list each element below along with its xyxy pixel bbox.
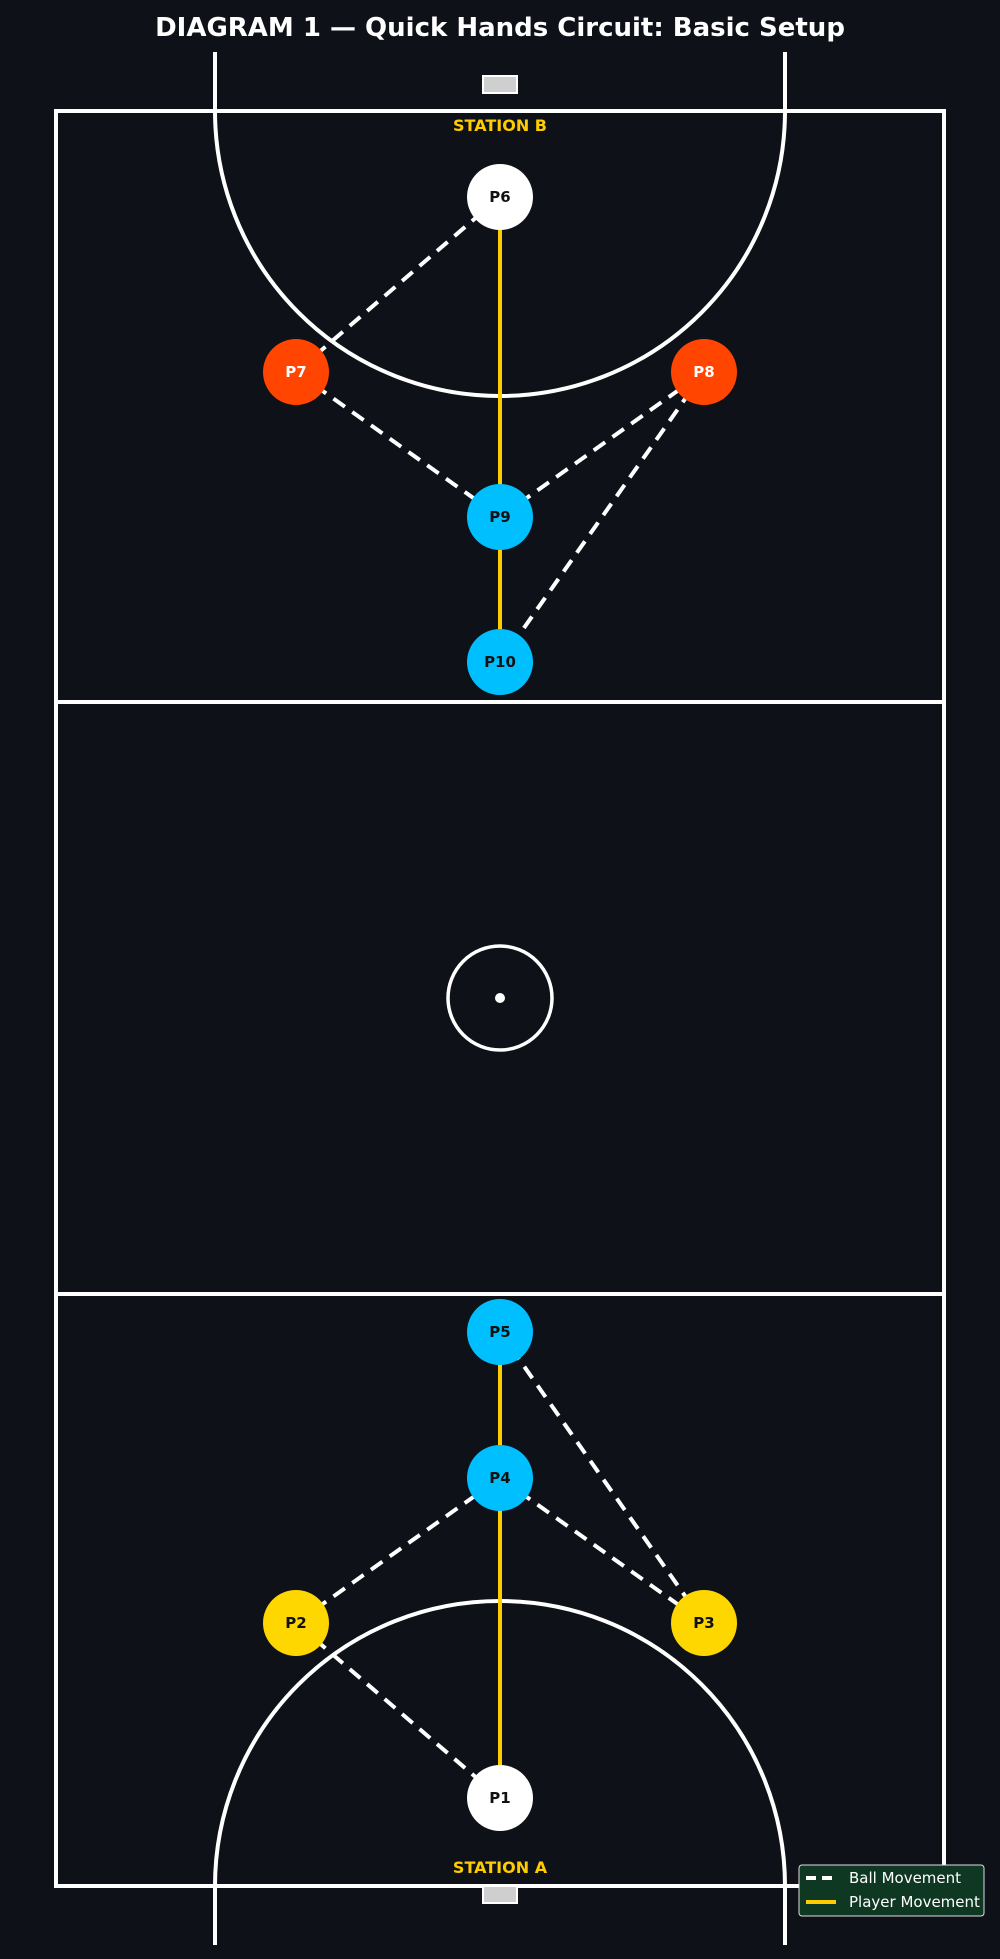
ball-pass-p7-p9: [294, 370, 502, 519]
player-p5: P5: [467, 1299, 533, 1365]
player-marker-p7: [263, 339, 329, 405]
ball-pass-p2-p4: [294, 1476, 502, 1625]
ball-pass-p8-p10: [498, 370, 706, 664]
ball-movement-lines: [294, 195, 706, 1800]
player-label-p4: P4: [489, 1469, 510, 1487]
player-p10: P10: [467, 629, 533, 695]
goal-post-top: [482, 75, 518, 94]
station-a-label: STATION A: [453, 1858, 548, 1877]
ball-pass-p4-p3: [498, 1476, 706, 1625]
player-p7: P7: [263, 339, 329, 405]
centre-circle: [446, 944, 554, 1052]
player-p2: P2: [263, 1590, 329, 1656]
player-marker-p3: [671, 1590, 737, 1656]
player-marker-p6: [467, 164, 533, 230]
legend-box: [798, 1864, 985, 1917]
player-label-p6: P6: [489, 188, 510, 206]
legend-player-movement-label: Player Movement: [849, 1893, 980, 1911]
player-p4: P4: [467, 1445, 533, 1511]
player-label-p10: P10: [484, 653, 516, 671]
player-p8: P8: [671, 339, 737, 405]
player-p9: P9: [467, 484, 533, 550]
ball-pass-p9-p8: [498, 370, 706, 519]
goal-post-bottom: [482, 1885, 518, 1904]
player-p3: P3: [671, 1590, 737, 1656]
player-label-p5: P5: [489, 1323, 510, 1341]
player-marker-p10: [467, 629, 533, 695]
diagram-title: DIAGRAM 1 — Quick Hands Circuit: Basic S…: [155, 13, 845, 43]
player-marker-p2: [263, 1590, 329, 1656]
player-label-p7: P7: [285, 363, 306, 381]
player-marker-p5: [467, 1299, 533, 1365]
ball-pass-p3-p5: [498, 1330, 706, 1625]
player-marker-p4: [467, 1445, 533, 1511]
legend-ball-movement-label: Ball Movement: [849, 1869, 961, 1887]
player-label-p3: P3: [693, 1614, 714, 1632]
station-b-label: STATION B: [453, 116, 547, 135]
player-marker-p8: [671, 339, 737, 405]
centre-spot: [495, 993, 505, 1003]
legend: Ball Movement Player Movement: [798, 1864, 985, 1917]
player-label-p9: P9: [489, 508, 510, 526]
player-p1: P1: [467, 1765, 533, 1831]
player-marker-p9: [467, 484, 533, 550]
player-marker-p1: [467, 1765, 533, 1831]
player-p6: P6: [467, 164, 533, 230]
player-label-p8: P8: [693, 363, 714, 381]
player-label-p1: P1: [489, 1789, 510, 1807]
player-label-p2: P2: [285, 1614, 306, 1632]
